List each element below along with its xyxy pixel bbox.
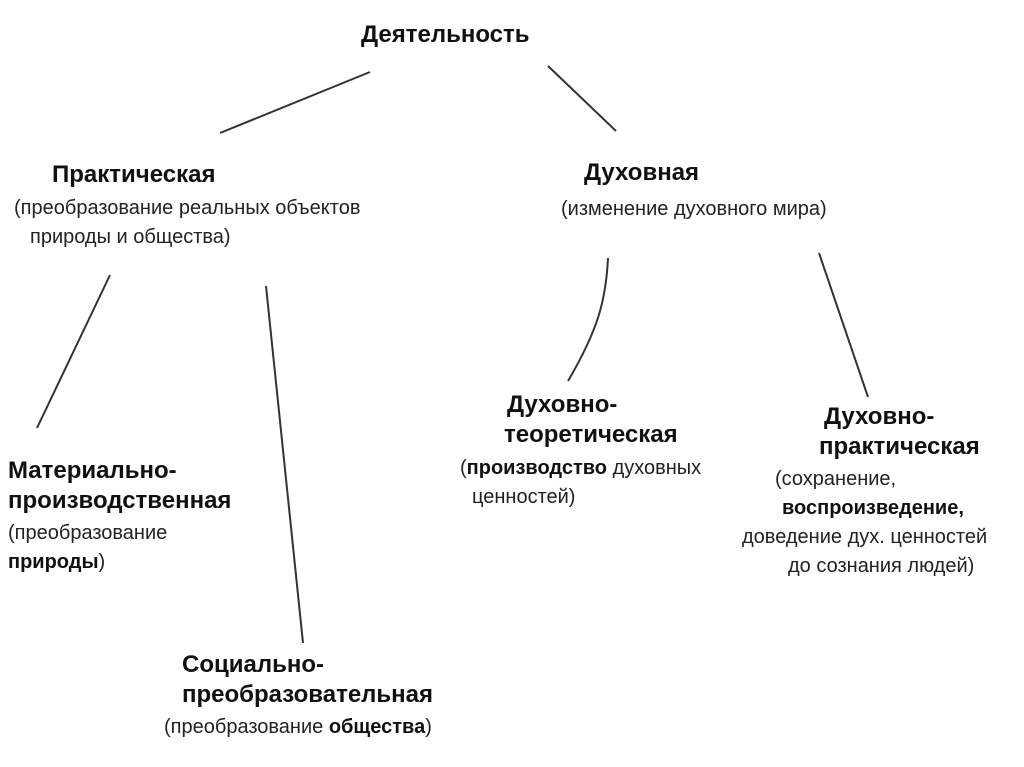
spiritual-practical-node: Духовно- практическая (сохранение, воспр… — [742, 402, 1016, 581]
connector-root-spiritual — [547, 65, 617, 132]
spiritual-desc: (изменение духовного мира) — [561, 198, 827, 220]
material-title-line2: производственная — [8, 487, 232, 514]
social-desc-open: (преобразование — [164, 716, 329, 738]
connector-practical-social — [265, 285, 304, 644]
theoretical-desc-rest: духовных — [607, 457, 702, 479]
social-desc-bold: общества — [328, 716, 426, 738]
theoretical-node: Духовно- теоретическая (производство дух… — [460, 390, 701, 512]
material-desc-line1: (преобразование — [8, 522, 168, 544]
material-node: Материально- производственная (преобразо… — [8, 456, 231, 577]
connector-practical-material — [36, 274, 111, 429]
spiritual-practical-title-line2: практическая — [819, 433, 980, 460]
social-desc-close: ) — [425, 716, 432, 738]
theoretical-desc-line1: (производство духовных — [460, 454, 701, 483]
spiritual-practical-desc-line2: воспроизведение, — [782, 494, 1016, 523]
practical-desc-line2: природы и общества) — [30, 226, 231, 248]
social-title-line2: преобразовательная — [182, 681, 434, 708]
practical-title: Практическая — [52, 161, 216, 188]
spiritual-practical-desc-line3: доведение дух. ценностей — [742, 526, 988, 548]
social-title-line1: Социально- — [182, 651, 324, 678]
material-desc-bold: природы — [8, 551, 99, 573]
theoretical-title-line2: теоретическая — [504, 421, 678, 448]
connector-spiritual-theoretical — [567, 257, 609, 382]
connector-spiritual-practical — [818, 252, 869, 398]
spiritual-practical-title-line1: Духовно- — [824, 403, 935, 430]
spiritual-practical-desc-line4: до сознания людей) — [788, 555, 975, 577]
spiritual-practical-desc-bold: воспроизведение — [782, 497, 959, 519]
material-desc-line2: природы) — [8, 548, 231, 577]
material-desc-close: ) — [98, 551, 106, 573]
theoretical-desc-line2: ценностей) — [472, 486, 576, 508]
connector-root-practical — [219, 71, 371, 134]
spiritual-practical-desc-line1: (сохранение, — [775, 468, 897, 490]
social-desc: (преобразование общества) — [164, 713, 433, 742]
root-title: Деятельность — [361, 21, 530, 48]
theoretical-desc-open: ( — [460, 457, 467, 479]
theoretical-title-line1: Духовно- — [507, 391, 618, 418]
theoretical-desc-bold: производство — [466, 457, 608, 479]
practical-desc-line1: (преобразование реальных объектов — [14, 197, 361, 219]
spiritual-practical-desc-bold-tail: , — [958, 497, 964, 519]
practical-node: Практическая (преобразование реальных об… — [14, 160, 360, 252]
material-title-line1: Материально- — [8, 457, 177, 484]
root-node: Деятельность — [361, 20, 530, 50]
spiritual-title: Духовная — [584, 159, 700, 186]
social-node: Социально- преобразовательная (преобразо… — [164, 650, 433, 742]
spiritual-node: Духовная (изменение духовного мира) — [561, 158, 827, 224]
